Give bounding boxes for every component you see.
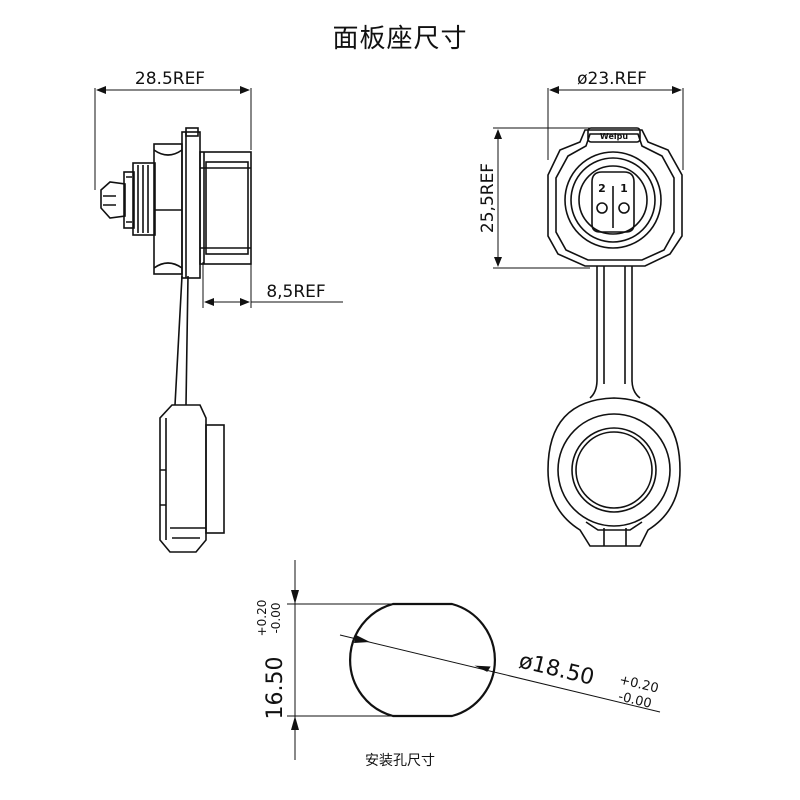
arrow-hole-bottom bbox=[291, 716, 299, 730]
page-title: 面板座尺寸 bbox=[332, 24, 468, 54]
dim-hole-diameter: ø18.50 bbox=[516, 649, 596, 691]
mounting-hole-caption: 安装孔尺寸 bbox=[365, 753, 435, 769]
cap-front bbox=[547, 397, 681, 547]
tol-hole-height-minus: -0.00 bbox=[269, 602, 283, 633]
front-view: ø23.REF 25,5REF Weipu 2 1 bbox=[478, 69, 684, 547]
pin-label-2: 2 bbox=[598, 182, 606, 195]
dim-hole-height: 16.50 bbox=[263, 657, 288, 720]
dim-side-length: 28.5REF bbox=[135, 69, 205, 89]
strap-front bbox=[589, 266, 641, 399]
strap-side bbox=[174, 275, 189, 406]
side-view: 28.5REF bbox=[94, 69, 343, 553]
arrow-hole-top bbox=[291, 590, 299, 604]
connector-side-body bbox=[100, 127, 252, 279]
brand-logo-text: Weipu bbox=[600, 132, 628, 141]
dim-front-height: 25,5REF bbox=[478, 163, 498, 233]
cap-side bbox=[159, 404, 225, 553]
dim-side-depth: 8,5REF bbox=[266, 282, 325, 302]
arrow-dia-left bbox=[354, 635, 370, 643]
dim-front-diameter: ø23.REF bbox=[577, 69, 647, 89]
arrow-dia-right bbox=[474, 665, 491, 672]
mounting-hole-outline bbox=[349, 602, 496, 718]
connector-front-body: Weipu 2 1 bbox=[547, 127, 683, 267]
leader-line-hole-diameter bbox=[339, 634, 661, 713]
pin-label-1: 1 bbox=[620, 182, 628, 195]
mounting-hole-view: 16.50 +0.20 -0.00 ø18.50 +0.20 -0.00 bbox=[255, 560, 661, 760]
tol-hole-height-plus: +0.20 bbox=[255, 600, 269, 637]
